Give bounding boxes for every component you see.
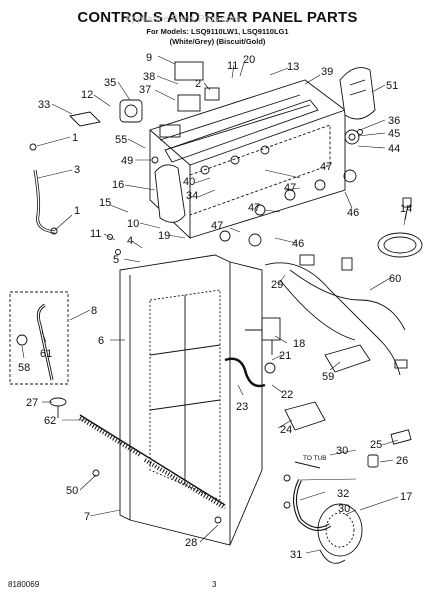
callout-45: 45 xyxy=(388,128,400,140)
leader-lines xyxy=(21,55,407,554)
water-valve xyxy=(245,317,281,374)
console-endcap xyxy=(339,67,376,120)
callout-14: 14 xyxy=(400,203,412,215)
callout-1: 1 xyxy=(72,132,78,144)
callout-27: 27 xyxy=(26,397,38,409)
callout-36: 36 xyxy=(388,115,400,127)
callout-47c: 47 xyxy=(248,202,260,214)
callout-19: 19 xyxy=(158,230,170,242)
drain-pump-assembly xyxy=(293,479,363,564)
callout-11: 11 xyxy=(227,60,238,72)
callout-3: 3 xyxy=(74,164,80,176)
callout-38: 38 xyxy=(143,71,155,83)
callout-labels: 9 20 11 13 38 2 37 35 33 12 39 51 36 45 … xyxy=(18,52,412,561)
callout-11b: 11 xyxy=(90,228,101,240)
callout-55: 55 xyxy=(115,134,127,146)
model-numbers: For Models: LSQ9110LW1, LSQ9110LG1 xyxy=(146,27,289,36)
callout-24: 24 xyxy=(280,424,292,436)
callout-34: 34 xyxy=(186,190,198,202)
page-number: 3 xyxy=(212,580,217,589)
callout-47a: 47 xyxy=(320,161,332,173)
callout-20: 20 xyxy=(243,54,255,66)
console-rear-cover xyxy=(164,99,331,216)
callout-40: 40 xyxy=(183,176,195,188)
label-part xyxy=(390,429,412,445)
callout-9: 9 xyxy=(146,52,152,64)
left-endcap xyxy=(154,164,186,223)
callout-61: 61 xyxy=(40,348,52,360)
callout-44: 44 xyxy=(388,143,400,155)
callout-49: 49 xyxy=(121,155,133,167)
callout-59: 59 xyxy=(322,371,334,383)
callout-7: 7 xyxy=(84,511,90,523)
to-tub-arrow xyxy=(294,461,321,469)
leveling-rod xyxy=(78,414,227,510)
screws xyxy=(29,129,363,524)
cap-part xyxy=(367,454,379,468)
drain-hose-kit xyxy=(9,291,69,385)
callout-28: 28 xyxy=(185,537,197,549)
callout-26: 26 xyxy=(396,455,408,467)
color-variants: (White/Grey) (Biscuit/Gold) xyxy=(169,37,266,46)
control-knobs xyxy=(219,129,360,247)
power-cord xyxy=(377,197,423,258)
callout-25: 25 xyxy=(370,439,382,451)
callout-1b: 1 xyxy=(74,205,80,217)
callout-46a: 46 xyxy=(347,207,359,219)
timer-assembly xyxy=(119,61,220,138)
callout-30b: 30 xyxy=(338,503,350,515)
callout-50: 50 xyxy=(66,485,78,497)
callout-60: 60 xyxy=(389,273,401,285)
callout-13: 13 xyxy=(287,61,299,73)
harness-bracket xyxy=(324,344,371,373)
rear-cabinet-panel xyxy=(119,254,263,546)
callout-30: 30 xyxy=(336,445,348,457)
callout-39: 39 xyxy=(321,66,333,78)
bracket xyxy=(69,111,101,127)
callout-37: 37 xyxy=(139,84,151,96)
callout-4: 4 xyxy=(127,235,133,247)
watermark: Appliance Parts Pros.com xyxy=(125,14,241,25)
callout-29: 29 xyxy=(271,279,283,291)
callout-46b: 46 xyxy=(292,238,304,250)
callout-17: 17 xyxy=(400,491,412,503)
callout-35: 35 xyxy=(104,77,116,89)
wire-harness xyxy=(264,254,408,376)
to-tub-label: TO TUB xyxy=(303,455,327,462)
callout-32: 32 xyxy=(337,488,349,500)
callout-16: 16 xyxy=(112,179,124,191)
fill-hose xyxy=(33,169,56,234)
callout-58: 58 xyxy=(18,362,30,374)
callout-31: 31 xyxy=(290,549,302,561)
callout-47b: 47 xyxy=(284,182,296,194)
inlet-hose xyxy=(224,357,266,388)
callout-21: 21 xyxy=(279,350,291,362)
callout-12: 12 xyxy=(81,89,93,101)
pump-bracket xyxy=(284,401,326,431)
callout-6: 6 xyxy=(98,335,104,347)
callout-2: 2 xyxy=(195,78,201,90)
callout-10: 10 xyxy=(127,218,139,230)
callout-51: 51 xyxy=(386,80,398,92)
callout-33: 33 xyxy=(38,99,50,111)
callout-47d: 47 xyxy=(211,220,223,232)
page-title: CONTROLS AND REAR PANEL PARTS xyxy=(77,9,358,26)
callout-15: 15 xyxy=(99,197,111,209)
callout-22: 22 xyxy=(281,389,293,401)
callout-8: 8 xyxy=(91,305,97,317)
callout-5: 5 xyxy=(113,254,119,266)
callout-62: 62 xyxy=(44,415,56,427)
document-part-number: 8180069 xyxy=(8,580,40,589)
callout-18: 18 xyxy=(293,338,305,350)
callout-23: 23 xyxy=(236,401,248,413)
